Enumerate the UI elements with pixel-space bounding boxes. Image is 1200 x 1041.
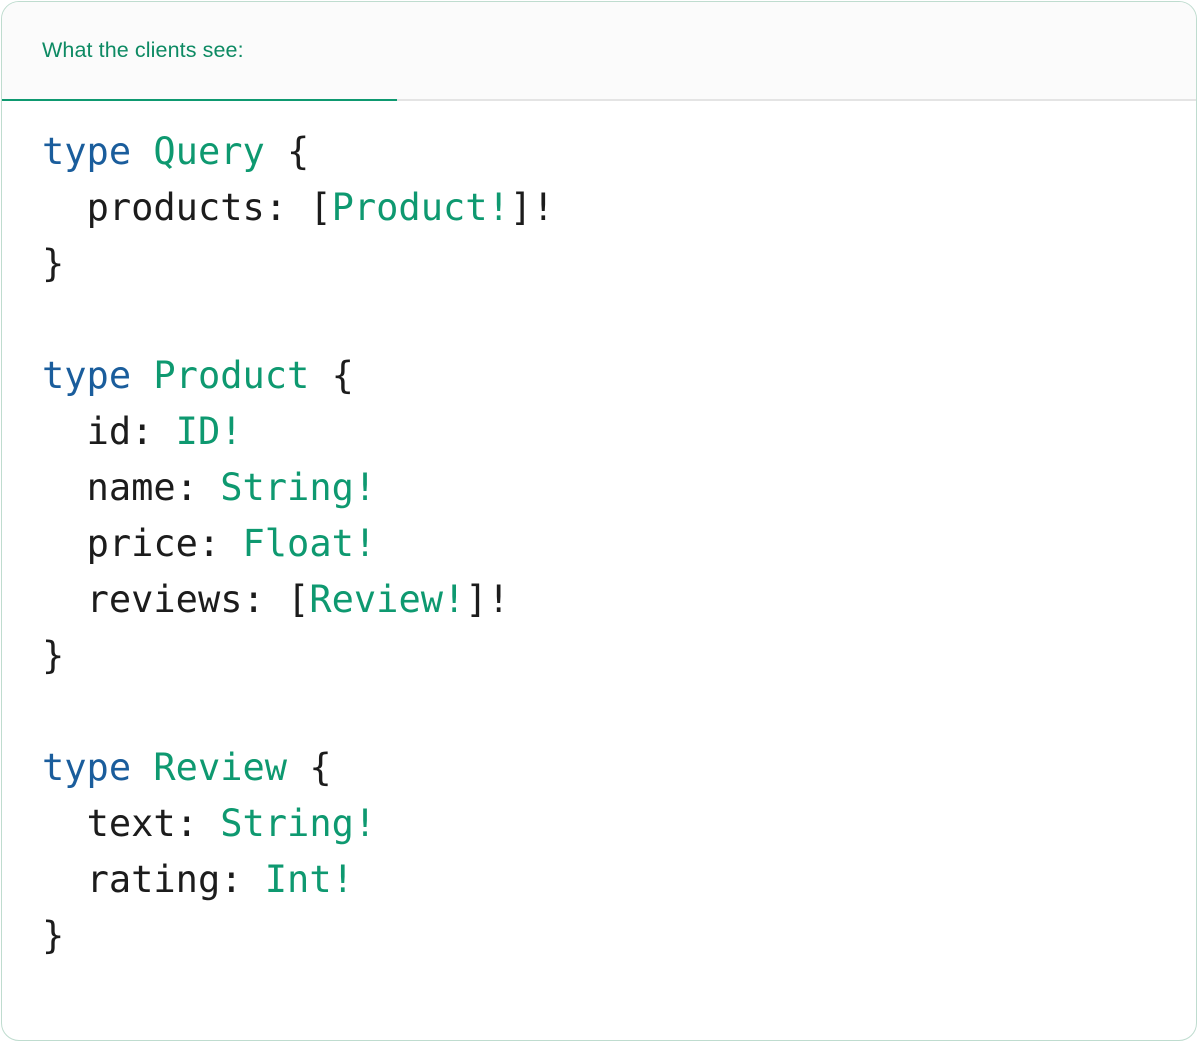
- code-line: rating: Int!: [42, 852, 1196, 908]
- code-line: [42, 684, 1196, 740]
- code-line: reviews: [Review!]!: [42, 572, 1196, 628]
- code-token-punc: [42, 522, 87, 565]
- code-line: price: Float!: [42, 516, 1196, 572]
- code-token-punc: [131, 354, 153, 397]
- code-token-punc: {: [287, 746, 332, 789]
- code-token-punc: ]!: [509, 186, 555, 229]
- code-token-punc: [131, 130, 153, 173]
- code-token-punc: [: [287, 578, 310, 621]
- code-token-punc: [131, 746, 153, 789]
- code-token-punc: [287, 186, 309, 229]
- code-token-punc: [198, 466, 220, 509]
- code-line: name: String!: [42, 460, 1196, 516]
- code-token-field: name:: [86, 466, 198, 509]
- code-token-type: Product!: [331, 186, 510, 229]
- code-token-punc: ]!: [465, 578, 510, 621]
- code-line: [42, 292, 1196, 348]
- code-token-punc: [220, 522, 242, 565]
- code-line: }: [42, 908, 1196, 964]
- code-token-punc: }: [42, 242, 65, 285]
- code-token-field: price:: [86, 522, 221, 565]
- code-line: id: ID!: [42, 404, 1196, 460]
- code-line: type Query {: [42, 124, 1196, 180]
- code-token-punc: [198, 802, 220, 845]
- code-token-type: String!: [220, 466, 377, 509]
- code-token-punc: [42, 466, 87, 509]
- code-token-field: id:: [86, 410, 154, 453]
- code-token-type: Int!: [264, 858, 354, 901]
- code-token-punc: }: [42, 914, 65, 957]
- code-token-kw: type: [42, 130, 132, 173]
- graphql-schema-code[interactable]: type Query { products: [Product!]!} type…: [2, 101, 1196, 964]
- tab-label: What the clients see:: [42, 38, 244, 62]
- code-token-type: Review!: [309, 578, 466, 621]
- code-token-type: Product: [153, 354, 310, 397]
- code-token-field: rating:: [86, 858, 243, 901]
- code-token-type: ID!: [175, 410, 243, 453]
- code-token-punc: [42, 186, 87, 229]
- code-token-punc: [42, 578, 87, 621]
- code-token-kw: type: [42, 746, 132, 789]
- code-line: text: String!: [42, 796, 1196, 852]
- code-token-punc: [265, 578, 287, 621]
- code-token-punc: {: [309, 354, 354, 397]
- code-token-punc: {: [264, 130, 310, 173]
- code-line: }: [42, 236, 1196, 292]
- code-token-punc: [: [309, 186, 332, 229]
- code-token-punc: [153, 410, 175, 453]
- tab-bar: What the clients see:: [2, 2, 1196, 103]
- code-line: type Product {: [42, 348, 1196, 404]
- code-token-punc: [243, 858, 265, 901]
- code-panel: type Query { products: [Product!]!} type…: [2, 101, 1196, 964]
- code-token-punc: }: [42, 634, 65, 677]
- code-token-punc: [42, 858, 87, 901]
- code-line: products: [Product!]!: [42, 180, 1196, 236]
- code-token-kw: type: [42, 354, 132, 397]
- code-token-field: text:: [86, 802, 198, 845]
- code-line: }: [42, 628, 1196, 684]
- code-token-type: Query: [153, 130, 265, 173]
- code-line: type Review {: [42, 740, 1196, 796]
- tab-what-the-clients-see[interactable]: What the clients see:: [2, 2, 397, 99]
- code-token-punc: [42, 802, 87, 845]
- code-token-punc: [42, 410, 87, 453]
- code-token-field: reviews:: [86, 578, 265, 621]
- code-token-type: Review: [153, 746, 288, 789]
- code-token-type: String!: [220, 802, 377, 845]
- code-token-type: Float!: [242, 522, 377, 565]
- code-token-field: products:: [86, 186, 288, 229]
